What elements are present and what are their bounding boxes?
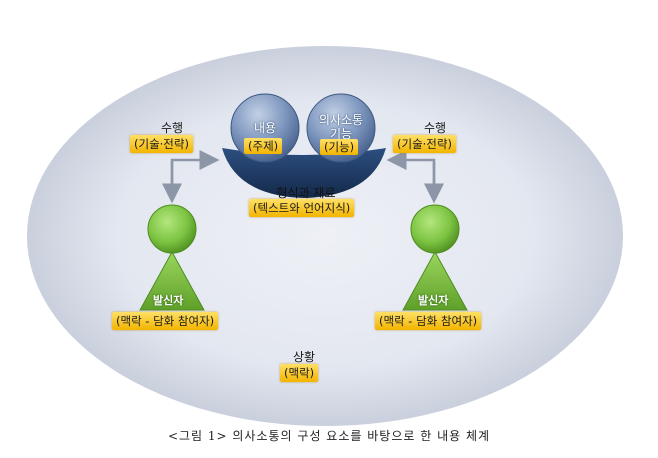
- right-sender-body: [402, 250, 468, 311]
- bowl-title: 형식과 재료: [276, 186, 336, 200]
- left-sender-tag: (맥락 - 담화 참여자): [112, 312, 219, 330]
- function-ball-tag: (기능): [320, 139, 359, 155]
- content-ball-tag: (주제): [244, 138, 283, 154]
- function-ball-title-1: 의사소통: [318, 113, 364, 127]
- function-ball-title-2: 기능: [329, 127, 353, 141]
- left-sender-body: [139, 250, 205, 311]
- right-performance-title: 수행: [423, 121, 447, 135]
- left-performance-tag: (기술·전략): [130, 135, 193, 153]
- right-sender-head: [410, 204, 460, 254]
- figure-caption: <그림 1> 의사소통의 구성 요소를 바탕으로 한 내용 체계: [167, 429, 491, 443]
- bowl-tag: (텍스트와 언어지식): [249, 199, 355, 217]
- left-performance-title: 수행: [160, 121, 184, 135]
- content-ball-title: 내용: [253, 121, 277, 135]
- left-sender-head: [147, 204, 197, 254]
- situation-tag: (맥락): [280, 364, 319, 382]
- right-sender-tag: (맥락 - 담화 참여자): [375, 312, 482, 330]
- right-performance-tag: (기술·전략): [393, 135, 456, 153]
- right-sender-label: 발신자: [418, 294, 449, 307]
- left-sender-label: 발신자: [153, 294, 184, 307]
- situation-title: 상황: [292, 350, 316, 364]
